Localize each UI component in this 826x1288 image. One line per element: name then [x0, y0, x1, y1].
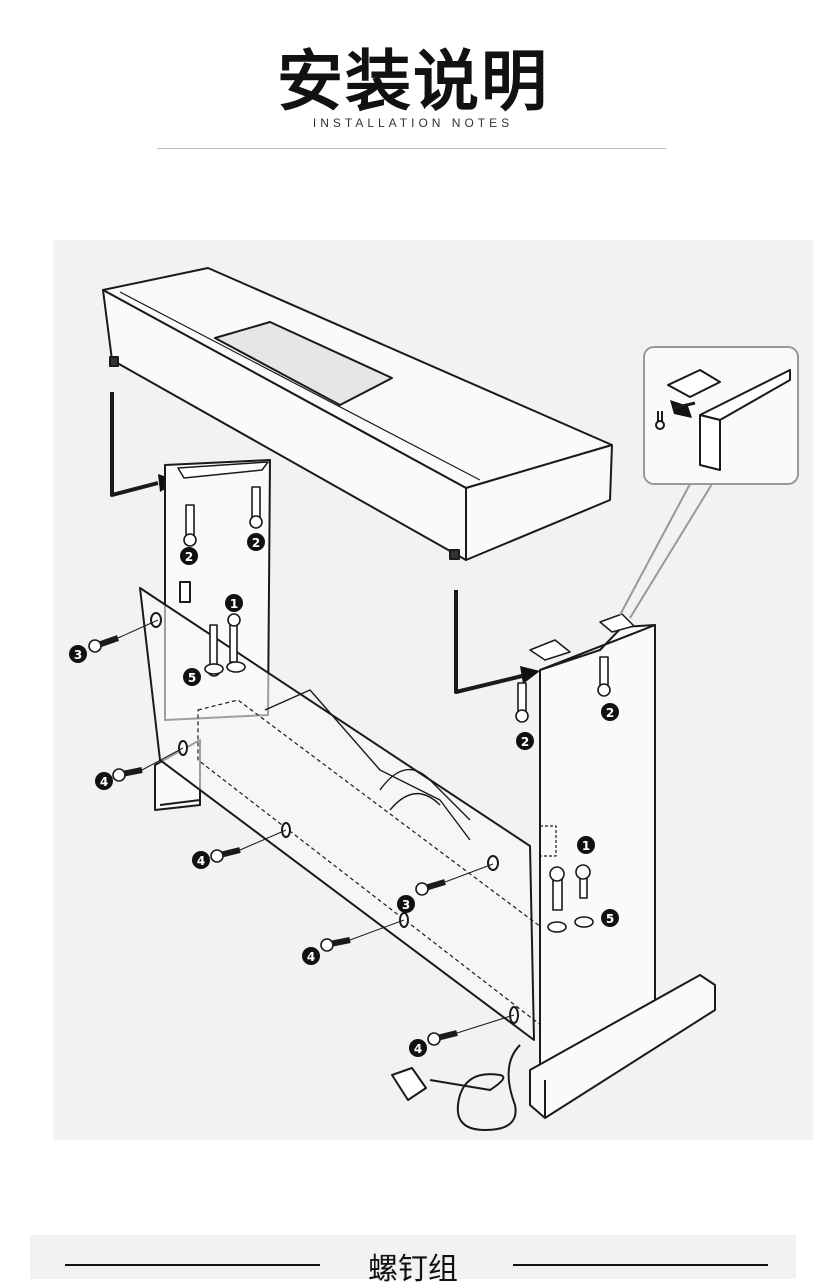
right-side-panel — [529, 613, 656, 1071]
svg-text:4: 4 — [307, 950, 315, 964]
svg-text:3: 3 — [74, 648, 82, 662]
leader-lines — [117, 619, 515, 1034]
callout-badge: 4 — [95, 772, 113, 790]
heading-rule-right — [513, 1264, 768, 1266]
svg-text:2: 2 — [252, 536, 260, 550]
callout-badge: 3 — [69, 645, 87, 663]
callout-badge: 2 — [516, 732, 534, 750]
svg-text:3: 3 — [402, 898, 410, 912]
title-divider — [157, 148, 666, 149]
screw-kit-panel — [30, 1235, 796, 1279]
svg-text:2: 2 — [606, 706, 614, 720]
page-subtitle: INSTALLATION NOTES — [312, 116, 514, 130]
callout-badges: 2 2 2 2 1 1 5 5 3 3 4 4 4 4 — [69, 533, 619, 1057]
inset-detail — [619, 346, 799, 619]
callout-badge: 1 — [577, 836, 595, 854]
svg-text:1: 1 — [582, 839, 590, 853]
callout-badge: 2 — [247, 533, 265, 551]
callout-badge: 2 — [180, 547, 198, 565]
callout-badge: 4 — [192, 851, 210, 869]
page-title: 安装说明 — [277, 43, 549, 120]
svg-text:4: 4 — [100, 775, 108, 789]
callout-badge: 4 — [409, 1039, 427, 1057]
callout-badge: 5 — [183, 668, 201, 686]
screws — [88, 486, 611, 1046]
pedal-cable — [391, 1044, 521, 1131]
svg-text:2: 2 — [521, 735, 529, 749]
callout-badge: 1 — [225, 594, 243, 612]
svg-text:1: 1 — [230, 597, 238, 611]
screw-kit-heading: 螺钉组 — [368, 1252, 458, 1287]
svg-text:4: 4 — [197, 854, 205, 868]
svg-text:5: 5 — [606, 912, 614, 926]
callout-badge: 4 — [302, 947, 320, 965]
callout-badge: 2 — [601, 703, 619, 721]
front-board — [139, 587, 586, 1041]
svg-text:2: 2 — [185, 550, 193, 564]
right-foot — [529, 974, 716, 1119]
callout-badge: 3 — [397, 895, 415, 913]
pedal-box — [264, 689, 471, 841]
piano-body — [102, 267, 613, 561]
svg-text:5: 5 — [188, 671, 196, 685]
svg-text:4: 4 — [414, 1042, 422, 1056]
heading-rule-left — [65, 1264, 320, 1266]
callout-badge: 5 — [601, 909, 619, 927]
